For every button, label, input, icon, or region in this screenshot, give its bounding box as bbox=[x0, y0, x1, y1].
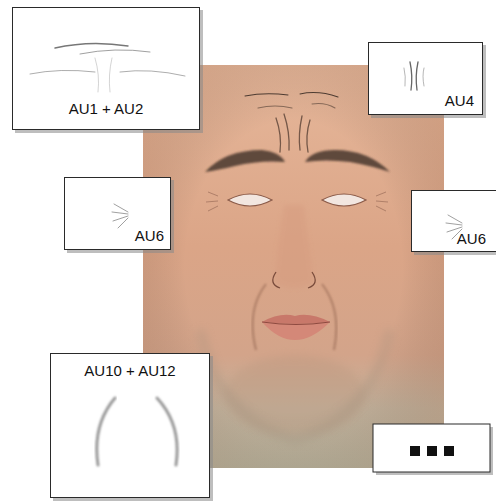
au-label: AU6 bbox=[135, 227, 164, 245]
right-fold bbox=[322, 284, 336, 350]
cheek-raise-sketch-left bbox=[112, 204, 128, 228]
brow-lower-sketch bbox=[404, 62, 424, 90]
jaw-shade bbox=[200, 330, 390, 440]
brow-raise-sketch bbox=[30, 43, 185, 92]
ellipsis-squares bbox=[410, 446, 454, 456]
au-panel: AU10 + AU12 bbox=[50, 353, 210, 498]
lower-lip bbox=[262, 322, 330, 340]
au-label: AU10 + AU12 bbox=[84, 362, 175, 380]
au-panel: AU6 bbox=[64, 177, 171, 250]
nostrils bbox=[273, 272, 315, 288]
upper-lip bbox=[262, 315, 330, 324]
forehead-wrinkles bbox=[245, 93, 338, 108]
left-eyebrow bbox=[205, 150, 285, 172]
au-label: AU4 bbox=[445, 92, 474, 110]
lip-line bbox=[262, 322, 330, 325]
right-eyebrow bbox=[305, 150, 390, 172]
right-eye bbox=[322, 194, 366, 206]
au-panel: AU6 bbox=[411, 190, 496, 252]
panel-fills bbox=[12, 7, 496, 498]
more-panel bbox=[373, 424, 490, 472]
au-label: AU1 + AU2 bbox=[69, 100, 144, 118]
left-eye bbox=[228, 194, 272, 206]
au-panel: AU1 + AU2 bbox=[12, 7, 200, 130]
chin-shade bbox=[225, 355, 365, 435]
lip-corner-sketch bbox=[97, 398, 177, 465]
nose bbox=[275, 205, 313, 288]
frown-lines bbox=[276, 114, 310, 152]
left-fold bbox=[253, 284, 266, 350]
au-panel: AU4 bbox=[368, 42, 483, 115]
au-label: AU6 bbox=[457, 230, 486, 248]
